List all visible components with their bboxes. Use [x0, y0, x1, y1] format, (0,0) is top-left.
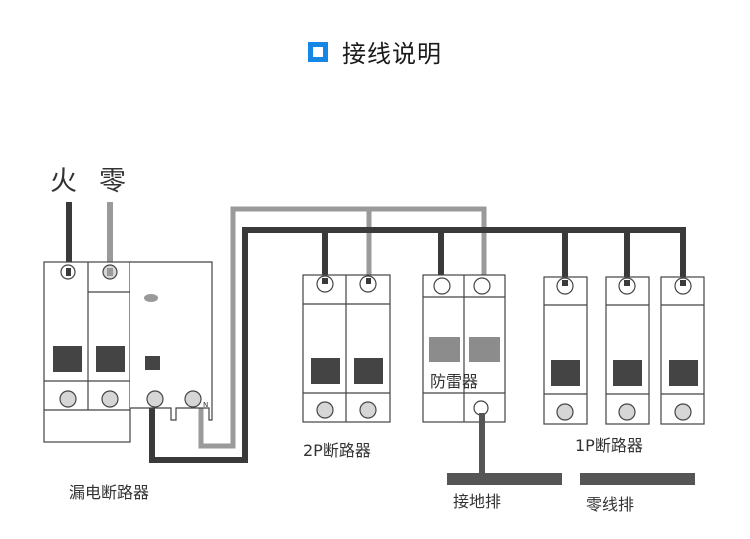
incoming-neutral-wire — [107, 202, 113, 274]
rcbo-label: 漏电断路器 — [69, 483, 149, 502]
ground-wire — [479, 413, 485, 478]
live-wire — [149, 227, 686, 463]
spd-window-2 — [469, 337, 500, 362]
incoming-live-wire — [66, 202, 72, 274]
surge-protector — [422, 274, 506, 423]
ground-bar — [447, 473, 562, 485]
test-indicator — [144, 294, 158, 302]
neutral-bar-label: 零线排 — [586, 495, 634, 514]
square-outline-icon — [308, 41, 328, 62]
test-button — [145, 356, 160, 370]
mcb-1p-group — [543, 276, 705, 425]
neutral-bar — [580, 473, 695, 485]
header: 接线说明 — [0, 34, 750, 69]
spd-window-1 — [429, 337, 460, 362]
neutral-label: 零 — [99, 166, 126, 197]
mcb-1p — [660, 276, 705, 425]
rcbo-handle-1 — [53, 346, 82, 372]
live-label: 火 — [50, 166, 77, 197]
rcbo-breaker — [43, 261, 213, 443]
n-terminal-mark: N — [203, 401, 208, 409]
neutral-wire — [198, 206, 487, 449]
mcb-2p-label: 2P断路器 — [303, 441, 371, 460]
spd-label: 防雷器 — [430, 372, 478, 391]
mcb-1p — [605, 276, 650, 425]
ground-bar-label: 接地排 — [453, 492, 501, 511]
mcb-1p — [543, 276, 588, 425]
rcbo-handle-2 — [96, 346, 125, 372]
mcb-2p — [302, 274, 391, 423]
mcb-1p-label: 1P断路器 — [575, 436, 643, 455]
page-title: 接线说明 — [342, 40, 442, 68]
